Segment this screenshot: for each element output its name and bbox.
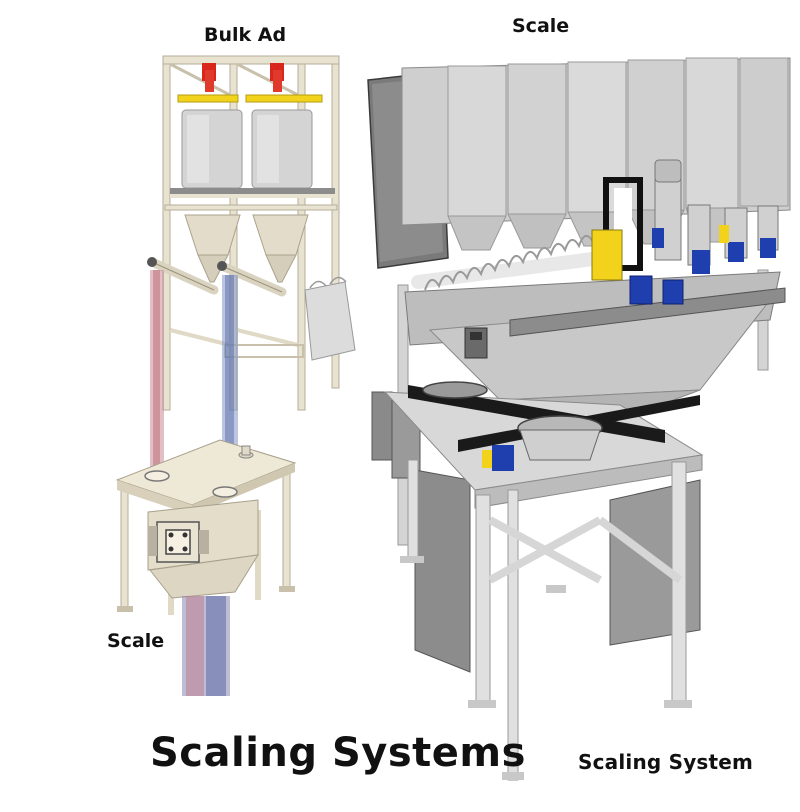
page-title: Scaling Systems: [150, 730, 526, 776]
bulk-add-label: Bulk Ad: [204, 24, 287, 46]
discharge-stream: [182, 596, 230, 696]
large-scale-hopper: [367, 57, 791, 546]
support-structure: [371, 381, 704, 781]
material-stream: [150, 270, 238, 490]
scale-label-top: Scale: [512, 15, 570, 37]
screw-conveyor: [411, 235, 607, 291]
scaling-system-label: Scaling System: [578, 750, 754, 774]
left-scale-hopper: [115, 439, 297, 615]
scale-label-left: Scale: [107, 630, 165, 652]
drive-motors: [591, 159, 779, 305]
bulk-add-station: [147, 55, 356, 411]
